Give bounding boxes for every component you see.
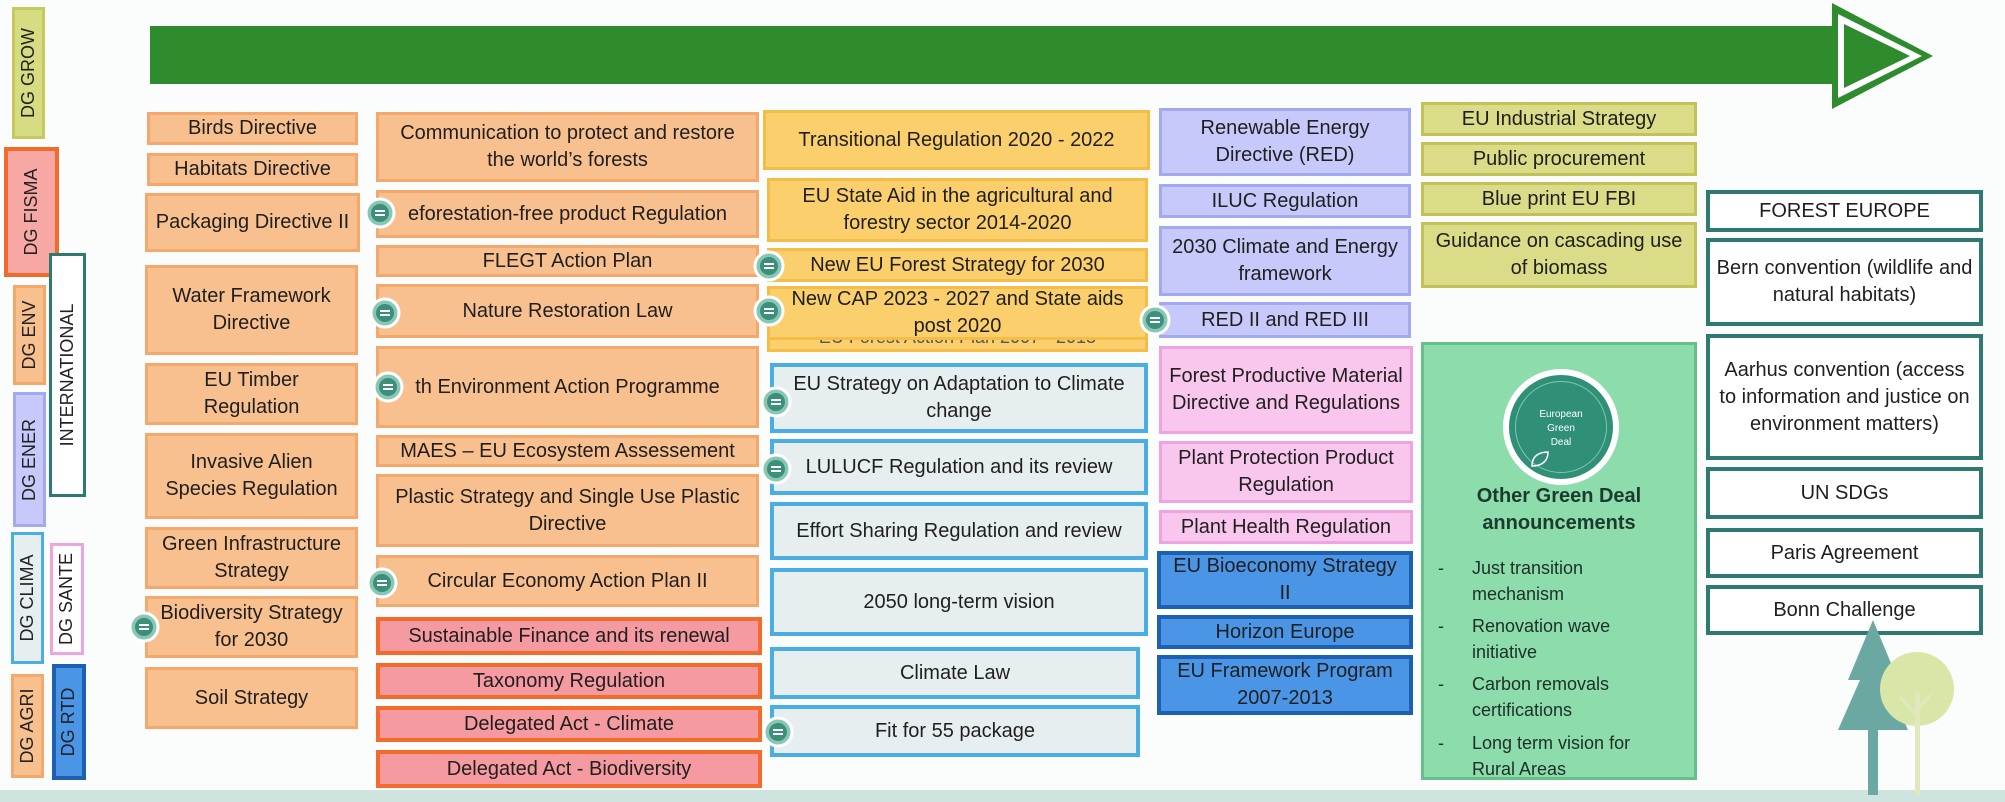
transitional-regulation: Transitional Regulation 2020 - 2022 (763, 110, 1150, 170)
plant-protection-regulation: Plant Protection Product Regulation (1159, 441, 1413, 503)
green-deal-marker-icon (128, 611, 160, 643)
eu-industrial-strategy: EU Industrial Strategy (1421, 102, 1697, 136)
list-item: -Renovation wave initiative (1438, 616, 1611, 663)
blueprint-eu-fbi: Blue print EU FBI (1421, 182, 1697, 216)
dg-sante-label: DG SANTE (50, 543, 84, 655)
effort-sharing-regulation: Effort Sharing Regulation and review (770, 502, 1148, 560)
green-deal-title: Other Green Deal announcements (1476, 485, 1642, 534)
bonn-challenge: Bonn Challenge (1706, 585, 1983, 635)
dg-ener-text: DG ENER (18, 418, 39, 501)
communication-protect-forests: Communication to protect and restore the… (376, 112, 759, 182)
dg-agri-label: DG AGRI (11, 674, 44, 778)
green-deal-logo-line2: Green (1547, 423, 1575, 434)
horizon-europe: Horizon Europe (1157, 615, 1413, 649)
habitats-directive: Habitats Directive (147, 153, 358, 186)
green-deal-marker-icon (1139, 304, 1171, 336)
environment-action-programme: th Environment Action Programme (376, 346, 759, 428)
nature-restoration-law: Nature Restoration Law (376, 284, 759, 338)
green-deal-logo-line3: Deal (1550, 437, 1572, 448)
green-deal-marker-icon (364, 197, 396, 229)
delegated-act-biodiversity: Delegated Act - Biodiversity (376, 750, 762, 788)
international-text: INTERNATIONAL (56, 303, 77, 447)
green-deal-marker-icon (366, 567, 398, 599)
aarhus-convention: Aarhus convention (access to information… (1706, 334, 1983, 460)
flegt-action-plan: FLEGT Action Plan (376, 245, 759, 277)
new-eu-forest-strategy: New EU Forest Strategy for 2030 (767, 248, 1148, 282)
dg-ener-label: DG ENER (13, 392, 46, 527)
international-label: INTERNATIONAL (49, 253, 86, 497)
leaf-icon (1531, 451, 1549, 467)
fit-for-55: Fit for 55 package (770, 705, 1140, 757)
sustainable-finance: Sustainable Finance and its renewal (376, 617, 762, 655)
green-deal-marker-icon (760, 386, 792, 418)
green-deal-marker-icon (372, 371, 404, 403)
bern-convention: Bern convention (wildlife and natural ha… (1706, 238, 1983, 326)
green-deal-logo: European Green Deal (1503, 369, 1619, 485)
list-item: -Just transition mechanism (1438, 558, 1584, 605)
soil-strategy: Soil Strategy (145, 667, 358, 729)
green-deal-marker-icon (760, 453, 792, 485)
red-ii-iii: RED II and RED III (1159, 302, 1411, 338)
green-deal-marker-icon (753, 295, 785, 327)
dg-clima-text: DG CLIMA (16, 554, 37, 642)
circular-economy-action-plan: Circular Economy Action Plan II (376, 555, 759, 607)
forest-productive-material: Forest Productive Material Directive and… (1159, 346, 1413, 434)
dg-grow-label: DG GROW (12, 7, 45, 139)
ground-strip (0, 790, 2005, 802)
eu-adaptation-strategy: EU Strategy on Adaptation to Climate cha… (770, 363, 1148, 433)
iluc-regulation: ILUC Regulation (1159, 184, 1411, 218)
public-procurement: Public procurement (1421, 142, 1697, 176)
plastic-strategy: Plastic Strategy and Single Use Plastic … (376, 474, 759, 547)
green-deal-list: -Just transition mechanism -Renovation w… (1438, 555, 1662, 788)
dg-clima-label: DG CLIMA (11, 532, 44, 664)
list-item: -Carbon removals certifications (1438, 674, 1610, 721)
timeline-arrow (150, 3, 1933, 109)
list-item: -Long term vision for Rural Areas (1438, 732, 1631, 779)
dg-env-label: DG ENV (13, 285, 46, 385)
new-cap-state-aids: New CAP 2023 - 2027 and State aids post … (767, 286, 1148, 340)
taxonomy-regulation: Taxonomy Regulation (376, 663, 762, 699)
green-deal-marker-icon (753, 250, 785, 282)
long-term-vision-2050: 2050 long-term vision (770, 568, 1148, 636)
eu-bioeconomy-strategy: EU Bioeconomy Strategy II (1157, 551, 1413, 609)
delegated-act-climate: Delegated Act - Climate (376, 706, 762, 742)
dg-env-text: DG ENV (18, 300, 39, 370)
plant-health-regulation: Plant Health Regulation (1159, 510, 1413, 544)
climate-law: Climate Law (770, 647, 1140, 699)
biodiversity-strategy-2030: Biodiversity Strategy for 2030 (145, 596, 358, 658)
paris-agreement: Paris Agreement (1706, 528, 1983, 578)
dg-rtd-label: DG RTD (52, 664, 86, 780)
deforestation-free-regulation: eforestation-free product Regulation (376, 190, 759, 238)
trees-illustration (1838, 620, 1954, 795)
dg-grow-text: DG GROW (17, 28, 38, 118)
forest-europe: FOREST EUROPE (1706, 190, 1983, 232)
maes-ecosystem-assessment: MAES – EU Ecosystem Assessement (376, 435, 759, 467)
green-infrastructure-strategy: Green Infrastructure Strategy (145, 527, 358, 589)
green-deal-marker-icon (762, 716, 794, 748)
climate-energy-framework-2030: 2030 Climate and Energy framework (1159, 226, 1411, 296)
un-sdgs: UN SDGs (1706, 467, 1983, 519)
dg-rtd-text: DG RTD (58, 687, 79, 757)
eu-state-aid: EU State Aid in the agricultural and for… (767, 178, 1148, 242)
eu-timber-regulation: EU Timber Regulation (145, 363, 358, 425)
cascading-biomass-guidance: Guidance on cascading use of biomass (1421, 222, 1697, 288)
dg-agri-text: DG AGRI (16, 688, 37, 764)
invasive-alien-species: Invasive Alien Species Regulation (145, 433, 358, 519)
green-deal-marker-icon (369, 297, 401, 329)
green-deal-logo-line1: European (1539, 409, 1583, 420)
dg-sante-text: DG SANTE (56, 552, 77, 646)
green-deal-panel: European Green Deal Other Green Deal ann… (1421, 342, 1697, 780)
birds-directive: Birds Directive (147, 112, 358, 145)
dg-fisma-text: DG FISMA (20, 168, 41, 256)
packaging-directive: Packaging Directive II (145, 193, 360, 252)
water-framework-directive: Water Framework Directive (145, 265, 358, 355)
eu-framework-program: EU Framework Program 2007-2013 (1157, 655, 1413, 715)
renewable-energy-directive: Renewable Energy Directive (RED) (1159, 108, 1411, 176)
lulucf-regulation: LULUCF Regulation and its review (770, 439, 1148, 495)
